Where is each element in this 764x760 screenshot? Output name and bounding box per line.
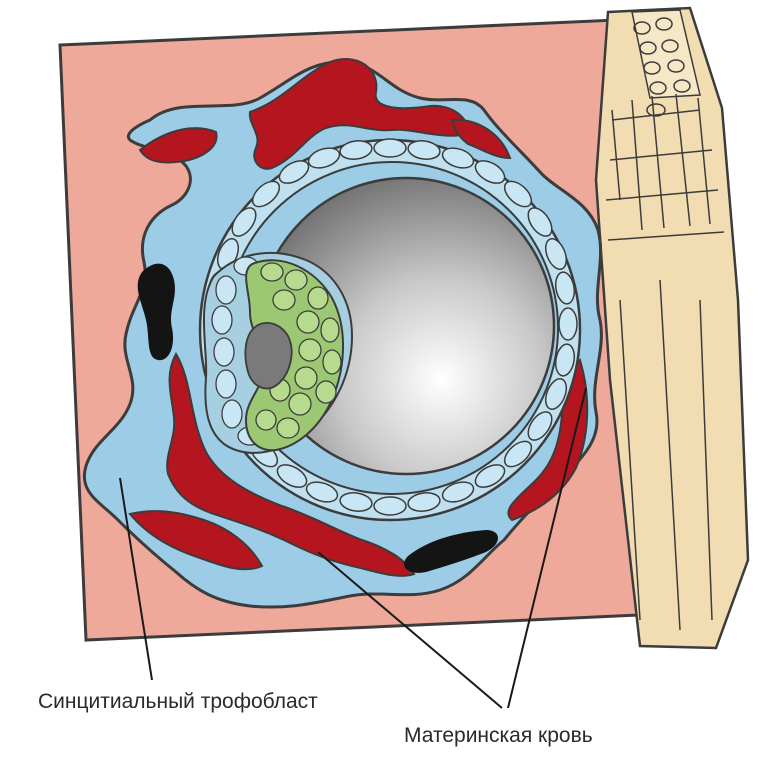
syncytiotrophoblast-label: Синцитиальный трофобласт: [38, 690, 318, 713]
maternal-blood-label: Материнская кровь: [404, 724, 593, 747]
